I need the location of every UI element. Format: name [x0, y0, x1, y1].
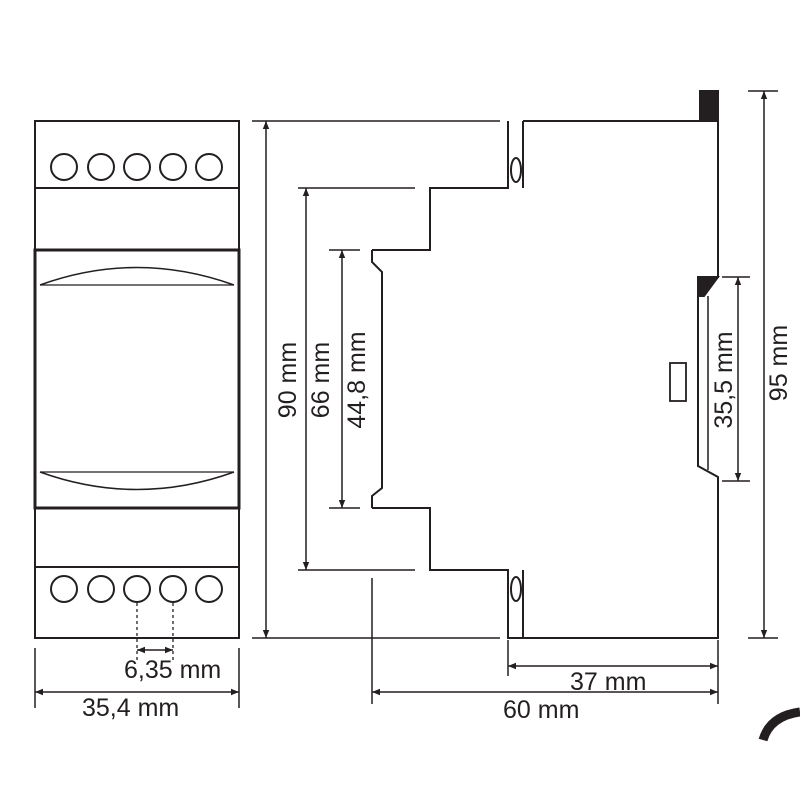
depth-total-label: 60 mm — [503, 696, 579, 724]
terminal-pitch-label: 6,35 mm — [124, 656, 221, 684]
side-front-profile — [372, 121, 509, 251]
rail-hook-top — [697, 276, 720, 297]
top-terminal-row — [50, 153, 223, 181]
front-width-label: 35,4 mm — [82, 694, 179, 722]
side-view — [371, 90, 720, 639]
terminal-screw — [87, 153, 115, 181]
front-panel-height-dimension — [298, 187, 415, 571]
top-clip — [699, 90, 719, 122]
rail-latch — [669, 362, 687, 402]
terminal-screw — [159, 153, 187, 181]
terminal-screw — [87, 575, 115, 603]
front-panel-bezel — [33, 248, 241, 510]
rail-width-label: 35,5 mm — [710, 331, 738, 428]
front-window-bottom-curve — [39, 471, 235, 491]
front-housing-outline — [34, 120, 240, 639]
depth-from-rail-dimension — [507, 640, 719, 704]
front-width-dimension — [34, 648, 240, 708]
terminal-screw — [50, 575, 78, 603]
terminal-screw — [123, 575, 151, 603]
terminal-screw — [50, 153, 78, 181]
top-side-screw — [510, 157, 522, 183]
front-panel-height-label: 66 mm — [307, 342, 335, 418]
terminal-screw — [123, 153, 151, 181]
front-window-top-curve — [39, 266, 235, 286]
terminal-screw — [195, 153, 223, 181]
height-overall-dimension — [748, 90, 778, 639]
bottom-side-screw — [510, 576, 522, 602]
body-height-dimension — [329, 249, 360, 509]
side-housing-outline — [372, 120, 719, 639]
terminal-screw — [195, 575, 223, 603]
height-total-label: 90 mm — [274, 342, 302, 418]
side-body-profile — [371, 250, 383, 508]
body-height-label: 44,8 mm — [343, 331, 371, 428]
depth-total-dimension — [371, 578, 718, 704]
terminal-pitch-dimension — [136, 603, 174, 660]
height-total-dimension — [252, 120, 500, 639]
front-view — [33, 120, 241, 639]
corner-fragment — [758, 707, 800, 742]
bottom-terminal-row — [50, 575, 223, 603]
height-overall-label: 95 mm — [765, 325, 793, 401]
terminal-screw — [159, 575, 187, 603]
rail-width-dimension — [722, 276, 750, 482]
